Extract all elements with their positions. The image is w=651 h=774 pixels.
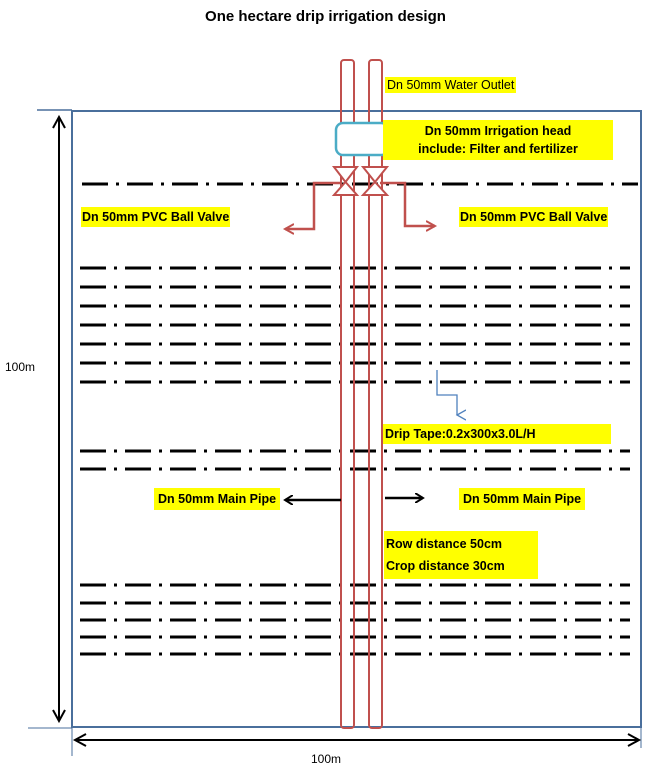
branch-arrows	[285, 181, 435, 229]
water-outlet-label: Dn 50mm Water Outlet	[385, 77, 517, 93]
ball-valve-right-label: Dn 50mm PVC Ball Valve	[459, 207, 609, 227]
ball-valve-left-label: Dn 50mm PVC Ball Valve	[81, 207, 231, 227]
ball-valve-icons	[331, 166, 390, 196]
diagram-title: One hectare drip irrigation design	[205, 8, 446, 25]
main-pipe-right-label: Dn 50mm Main Pipe	[459, 488, 586, 510]
height-dimension-arrow	[52, 114, 66, 724]
irrigation-head-label: Dn 50mm Irrigation head include: Filter …	[383, 120, 613, 160]
height-dimension-label: 100m	[5, 360, 36, 374]
spacing-label: Row distance 50cm Crop distance 30cm	[384, 531, 538, 579]
row-distance-label: Row distance 50cm	[386, 537, 503, 551]
main-pipe-arrows	[285, 498, 423, 500]
irrigation-head-label-line2: include: Filter and fertilizer	[418, 142, 578, 156]
width-dimension-arrow	[72, 733, 642, 747]
main-pipe-left-label: Dn 50mm Main Pipe	[154, 488, 281, 510]
width-dimension-label: 100m	[311, 752, 342, 766]
irrigation-head-box	[334, 121, 390, 157]
field-boundary	[71, 110, 642, 728]
crop-distance-label: Crop distance 30cm	[386, 559, 505, 573]
irrigation-head-label-line1: Dn 50mm Irrigation head	[424, 124, 572, 138]
drip-tape-label: Drip Tape:0.2x300x3.0L/H	[383, 424, 611, 444]
main-pipes	[340, 59, 383, 729]
drip-tape-callout-arrow	[436, 370, 457, 415]
drip-tape-rows	[80, 182, 638, 656]
